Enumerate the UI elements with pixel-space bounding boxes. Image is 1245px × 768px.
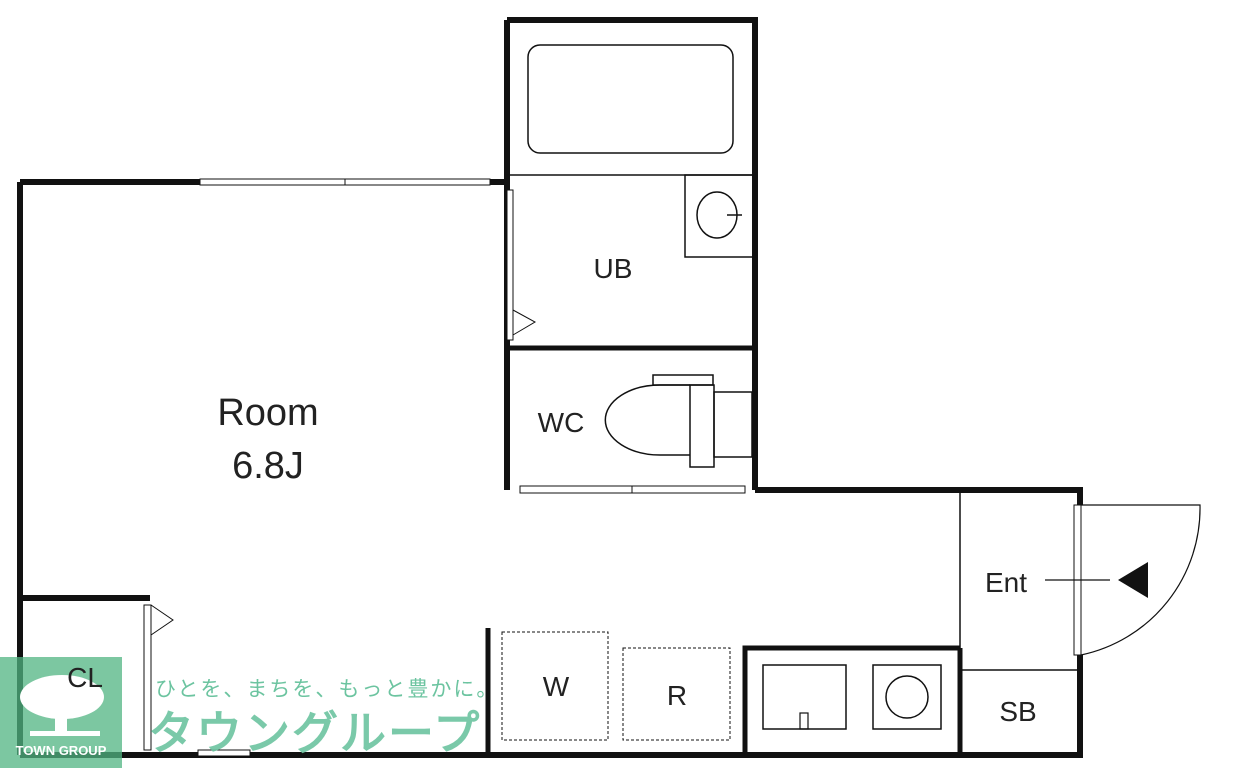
room-size: 6.8J	[232, 445, 304, 487]
ent-label: Ent	[985, 567, 1027, 598]
logo-english: TOWN GROUP	[15, 743, 107, 758]
logo-slogan: ひとを、まちを、もっと豊かに。	[155, 677, 500, 701]
tree-icon	[20, 675, 104, 736]
entrance-arrow-icon	[1118, 562, 1148, 598]
wc-label: WC	[538, 407, 585, 438]
ub-label: UB	[594, 253, 633, 284]
sb-label: SB	[999, 696, 1036, 727]
town-group-logo: TOWN GROUP	[0, 657, 122, 768]
walls	[17, 17, 1201, 758]
r-label: R	[667, 680, 687, 711]
cl-label: CL	[67, 662, 103, 693]
room-name: Room	[217, 392, 318, 434]
w-label: W	[543, 671, 570, 702]
logo-brand: タウングループ	[148, 706, 482, 760]
